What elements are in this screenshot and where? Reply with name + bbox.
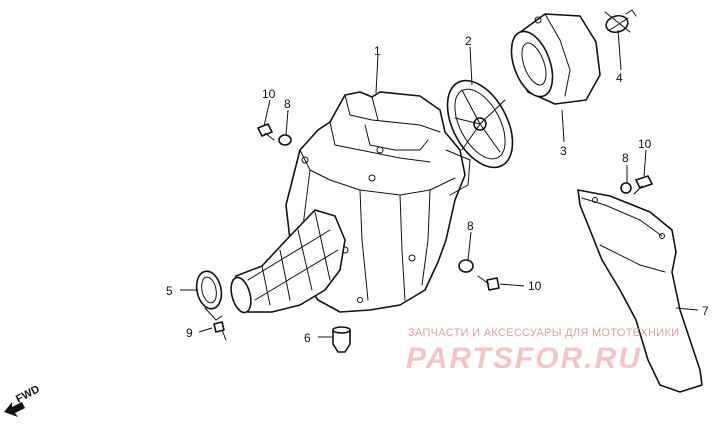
callout-8-a: 8 bbox=[284, 97, 291, 111]
callout-5: 5 bbox=[166, 284, 173, 298]
callout-8-b: 8 bbox=[622, 151, 629, 165]
washer-8-c bbox=[458, 259, 474, 273]
bolt-10-b bbox=[633, 175, 653, 195]
drain-plug bbox=[332, 326, 351, 353]
callout-7: 7 bbox=[702, 304, 709, 318]
callout-6: 6 bbox=[304, 331, 311, 345]
bolt-10-c bbox=[477, 275, 500, 291]
side-cover bbox=[577, 189, 703, 393]
callout-10-c: 10 bbox=[528, 279, 542, 293]
washer-8-a bbox=[278, 134, 292, 146]
callout-1: 1 bbox=[374, 44, 381, 58]
clamp-band bbox=[195, 270, 223, 321]
callout-4: 4 bbox=[616, 71, 623, 85]
callout-3: 3 bbox=[560, 144, 567, 158]
watermark-caption: ЗАПЧАСТИ И АКСЕССУАРЫ ДЛЯ МОТОТЕХНИКИ bbox=[408, 327, 680, 339]
leader-lines bbox=[180, 29, 699, 338]
washer-8-b bbox=[620, 182, 632, 194]
air-filter-element bbox=[510, 13, 601, 105]
callout-10-b: 10 bbox=[638, 137, 652, 151]
callout-9: 9 bbox=[186, 326, 193, 340]
callout-8-c: 8 bbox=[467, 219, 474, 233]
callout-2: 2 bbox=[465, 34, 472, 48]
bolt-10-a bbox=[257, 123, 275, 141]
callout-labels: 1 2 3 4 5 6 7 8 8 8 9 10 10 10 bbox=[166, 34, 709, 345]
element-holder bbox=[446, 79, 514, 169]
screw-9 bbox=[213, 321, 227, 341]
callout-10-a: 10 bbox=[262, 87, 276, 101]
watermark-logo: PARTSFOR.RU bbox=[406, 342, 642, 375]
fwd-arrow-icon bbox=[4, 402, 25, 417]
intake-tube bbox=[230, 209, 346, 314]
wing-bolt bbox=[604, 9, 637, 34]
